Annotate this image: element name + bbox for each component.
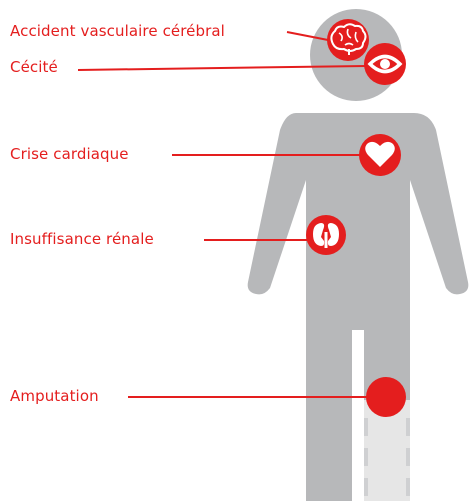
- label-kidney-failure: Insuffisance rénale: [10, 230, 154, 248]
- amputation-marker: [366, 377, 406, 417]
- label-amputation: Amputation: [10, 387, 99, 405]
- label-heart-attack: Crise cardiaque: [10, 145, 129, 163]
- body-silhouette: [248, 113, 469, 501]
- kidney-icon: [306, 215, 346, 255]
- label-stroke: Accident vasculaire cérébral: [10, 22, 225, 40]
- label-blindness: Cécité: [10, 58, 58, 76]
- heart-icon: [359, 134, 401, 176]
- brain-icon: [327, 19, 369, 61]
- eye-icon: [364, 43, 406, 85]
